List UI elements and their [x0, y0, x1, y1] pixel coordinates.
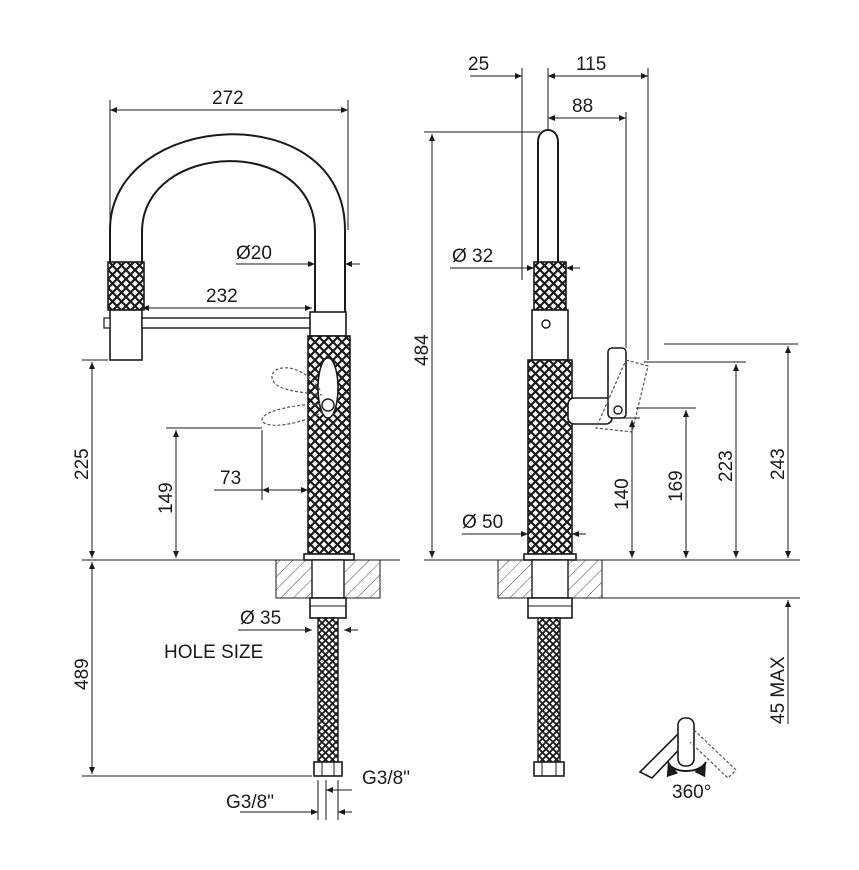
dim-phi50: Ø 50	[462, 512, 503, 533]
rotation-label: 360°	[672, 782, 711, 803]
dim-169: 169	[666, 470, 687, 502]
dim-phi20: Ø20	[236, 243, 272, 264]
dim-232: 232	[206, 286, 238, 307]
hole-size-label: HOLE SIZE	[164, 642, 263, 663]
dim-149: 149	[156, 482, 177, 514]
dim-phi35: Ø 35	[240, 608, 281, 629]
dim-phi32: Ø 32	[452, 246, 493, 267]
dim-225: 225	[72, 448, 93, 480]
rotation-360-icon: 360°	[638, 717, 737, 803]
dim-223: 223	[716, 450, 737, 482]
dim-489: 489	[72, 658, 93, 690]
dim-g38-left: G3/8"	[226, 792, 274, 813]
dim-45max: 45 MAX	[768, 656, 789, 724]
dim-115: 115	[576, 54, 606, 75]
front-dimensions: 272 Ø20 232 225 149 73 Ø 35 HOLE SIZE 48…	[72, 88, 410, 820]
dim-73: 73	[220, 468, 241, 489]
dim-25: 25	[468, 54, 489, 75]
dim-484: 484	[412, 334, 433, 366]
dim-243: 243	[768, 448, 789, 480]
side-dimensions: 25 115 88 484 Ø 32 Ø 50 140 169 223 243	[412, 54, 800, 724]
dim-272: 272	[212, 88, 244, 109]
dim-140: 140	[612, 478, 633, 510]
dim-88: 88	[572, 96, 593, 117]
dim-g38-right: G3/8"	[362, 768, 410, 789]
side-view	[497, 129, 649, 777]
front-view	[103, 133, 381, 777]
